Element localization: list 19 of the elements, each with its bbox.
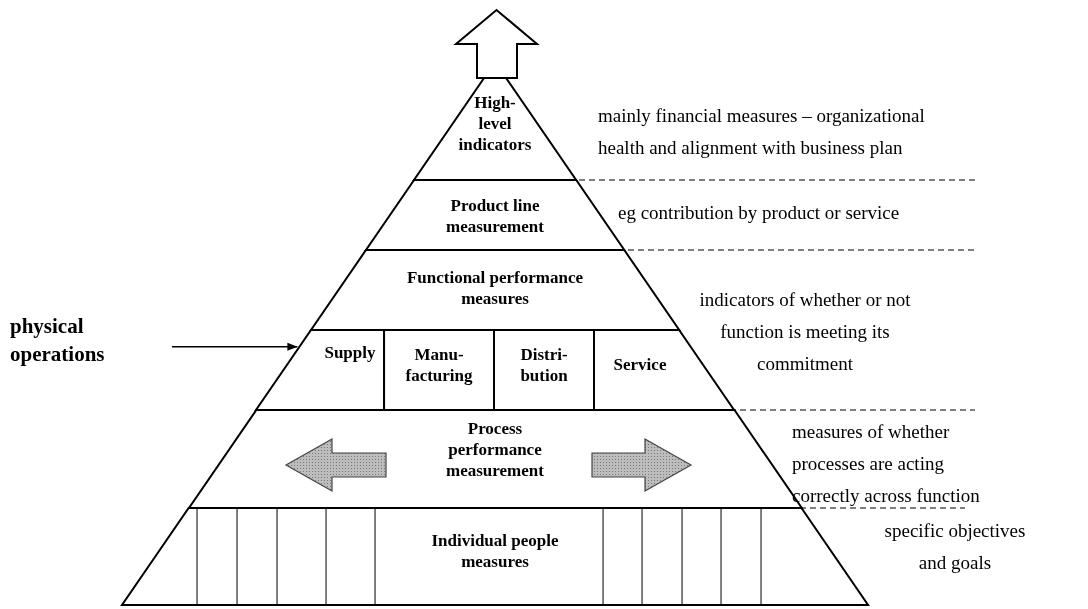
tier-label: High- level indicators [457, 92, 533, 155]
tier-description: eg contribution by product or service [618, 201, 901, 225]
tier-label: Product line measurement [445, 195, 545, 237]
pyramid-tier [413, 78, 577, 180]
tier-description: specific objectives and goals [883, 519, 1027, 575]
pyramid-tier [121, 508, 869, 605]
side-label: physical operations [10, 313, 106, 368]
pyramid-tier [310, 250, 680, 330]
tier-label: Functional performance measures [405, 267, 585, 309]
arrow [171, 342, 299, 351]
tier-description: indicators of whether or not function is meeting its commitment [698, 288, 912, 376]
function-cell [255, 330, 384, 410]
tier-label: Manu- facturing [404, 344, 474, 386]
tier-label: Process performance measurement [445, 418, 545, 481]
tier-label: Distri- bution [519, 344, 569, 386]
tier-label: Supply [323, 342, 377, 363]
tier-label: Individual people measures [430, 530, 560, 572]
tier-label: Service [612, 354, 668, 375]
tier-description: mainly financial measures – organizational health and alignment with business plan [598, 104, 926, 160]
